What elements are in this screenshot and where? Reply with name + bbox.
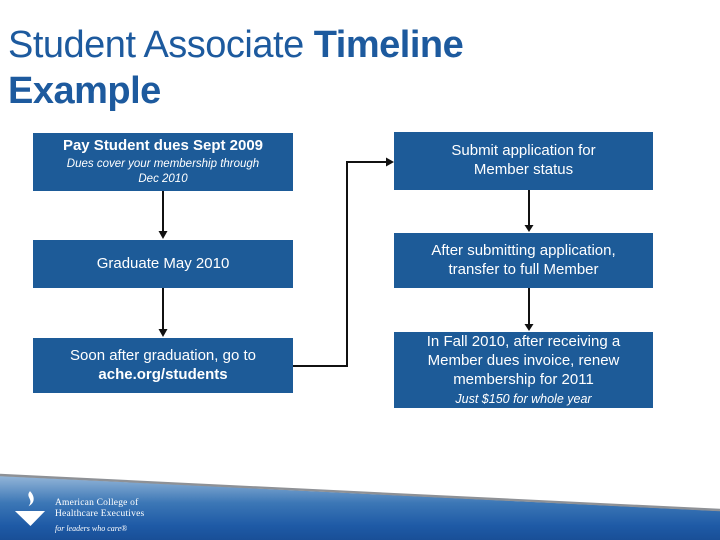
flow-box-heading: Pay Student dues Sept 2009	[62, 137, 264, 155]
flow-box-graduate: Graduate May 2010	[33, 240, 293, 288]
org-tagline: for leaders who care®	[55, 524, 128, 533]
flow-box-heading: Submit application for Member status	[451, 142, 596, 178]
arrowhead-right-icon	[386, 157, 394, 167]
flow-box-heading: Graduate May 2010	[96, 254, 230, 272]
ache-logo: American College of Healthcare Executive…	[14, 489, 144, 533]
flow-box-renew-membership: In Fall 2010, after receiving a Member d…	[394, 332, 653, 408]
arrowhead-down-icon	[158, 329, 168, 337]
flow-box-pay-student-dues: Pay Student dues Sept 2009 Dues cover yo…	[33, 133, 293, 191]
flow-box-submit-application: Submit application for Member status	[394, 132, 653, 190]
flow-box-url-text: ache.org/students	[98, 365, 228, 383]
flow-box-heading: In Fall 2010, after receiving a Member d…	[426, 333, 621, 388]
arrowhead-down-icon	[524, 324, 534, 331]
flow-box-note: Dues cover your membership through Dec 2…	[66, 157, 260, 185]
title-regular-part: Student Associate	[8, 24, 314, 66]
flow-box-go-to-ache: Soon after graduation, go to ache.org/st…	[33, 338, 293, 393]
flow-box-heading: After submitting application, transfer t…	[431, 241, 616, 278]
title-line-2: Example	[8, 70, 161, 112]
org-name-line-1: American College of	[55, 498, 139, 508]
arrowhead-down-icon	[158, 231, 168, 239]
ache-logo-text: American College of Healthcare Executive…	[55, 498, 144, 533]
flow-box-heading: Soon after graduation, go to	[70, 346, 256, 364]
arrow-elbow-l3-r1	[293, 161, 387, 367]
torch-flame-icon	[14, 491, 46, 526]
title-bold-part: Timeline	[313, 24, 464, 66]
flow-box-note: Just $150 for whole year	[455, 391, 592, 406]
arrowhead-down-icon	[524, 225, 534, 232]
flow-box-transfer-member: After submitting application, transfer t…	[394, 233, 653, 288]
org-name-line-2: Healthcare Executives	[55, 509, 145, 519]
